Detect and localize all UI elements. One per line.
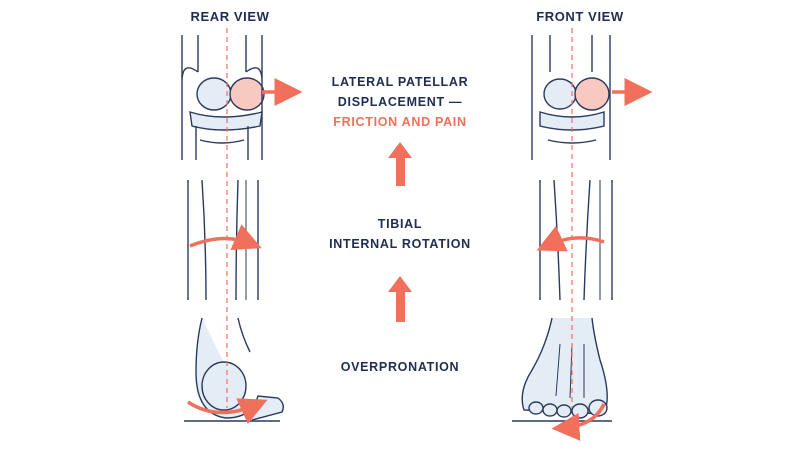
tibia-caption-line1: TIBIAL xyxy=(300,214,500,234)
rear-tibia-upper xyxy=(196,126,248,160)
patella-caption-line1: LATERAL PATELLAR xyxy=(300,72,500,92)
patellar-displacement-caption: LATERAL PATELLAR DISPLACEMENT — FRICTION… xyxy=(300,72,500,132)
front-knee-joint xyxy=(540,78,609,143)
overpronation-caption: OVERPRONATION xyxy=(300,357,500,377)
center-up-arrow-lower xyxy=(388,276,412,322)
rear-foot xyxy=(184,318,283,421)
patella-caption-line3: FRICTION AND PAIN xyxy=(300,112,500,132)
tibial-rotation-caption: TIBIAL INTERNAL ROTATION xyxy=(300,214,500,254)
front-foot xyxy=(512,318,612,421)
rear-tibia-rotation-arrow xyxy=(190,238,252,246)
rear-femur xyxy=(182,35,262,82)
rear-knee-joint xyxy=(182,78,264,160)
rear-patella xyxy=(230,78,264,110)
patella-caption-line2: DISPLACEMENT — xyxy=(300,92,500,112)
front-tibia-rotation-arrow xyxy=(546,238,604,246)
front-view-title: FRONT VIEW xyxy=(510,9,650,24)
tibia-caption-line2: INTERNAL ROTATION xyxy=(300,234,500,254)
foot-caption: OVERPRONATION xyxy=(300,357,500,377)
front-view-illustration xyxy=(512,35,612,421)
center-up-arrow-upper xyxy=(388,142,412,186)
front-patella xyxy=(575,78,609,110)
rear-view-title: REAR VIEW xyxy=(160,9,300,24)
